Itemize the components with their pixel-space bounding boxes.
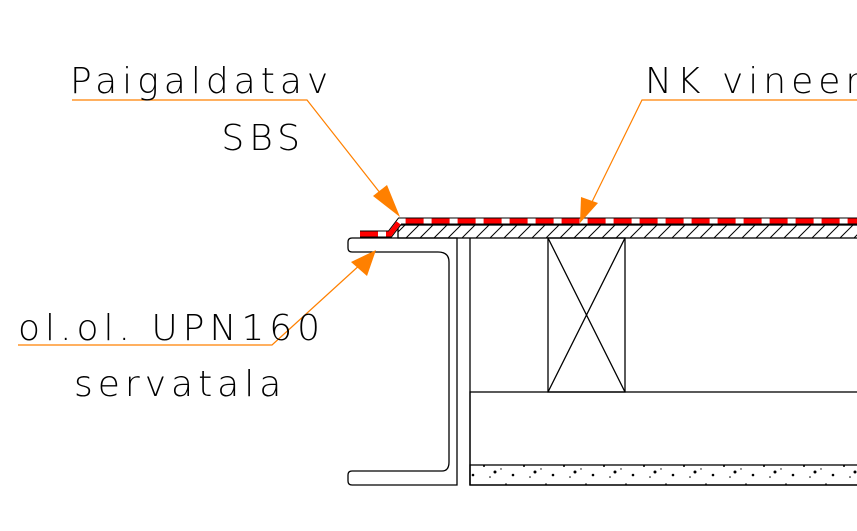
sbs-membrane: [360, 217, 857, 238]
arrowhead-icon: [580, 197, 598, 223]
arrowhead-icon: [351, 250, 376, 276]
leader-sbs: [72, 99, 400, 217]
label-sbs-line1: Paigaldatav: [70, 61, 333, 102]
label-plywood: NK vineer: [645, 61, 857, 102]
leader-channel: [18, 250, 376, 346]
concrete-layer: [469, 464, 857, 486]
leader-plywood: [580, 99, 857, 223]
label-sbs-line2: SBS: [221, 118, 305, 159]
label-channel-line1: ol.ol. UPN160: [18, 308, 325, 349]
plywood-layer: [397, 224, 857, 239]
upn160-channel: [347, 237, 458, 486]
arrowhead-icon: [373, 185, 400, 217]
timber-structure: [469, 237, 857, 486]
label-channel-line2: servatala: [74, 364, 286, 405]
